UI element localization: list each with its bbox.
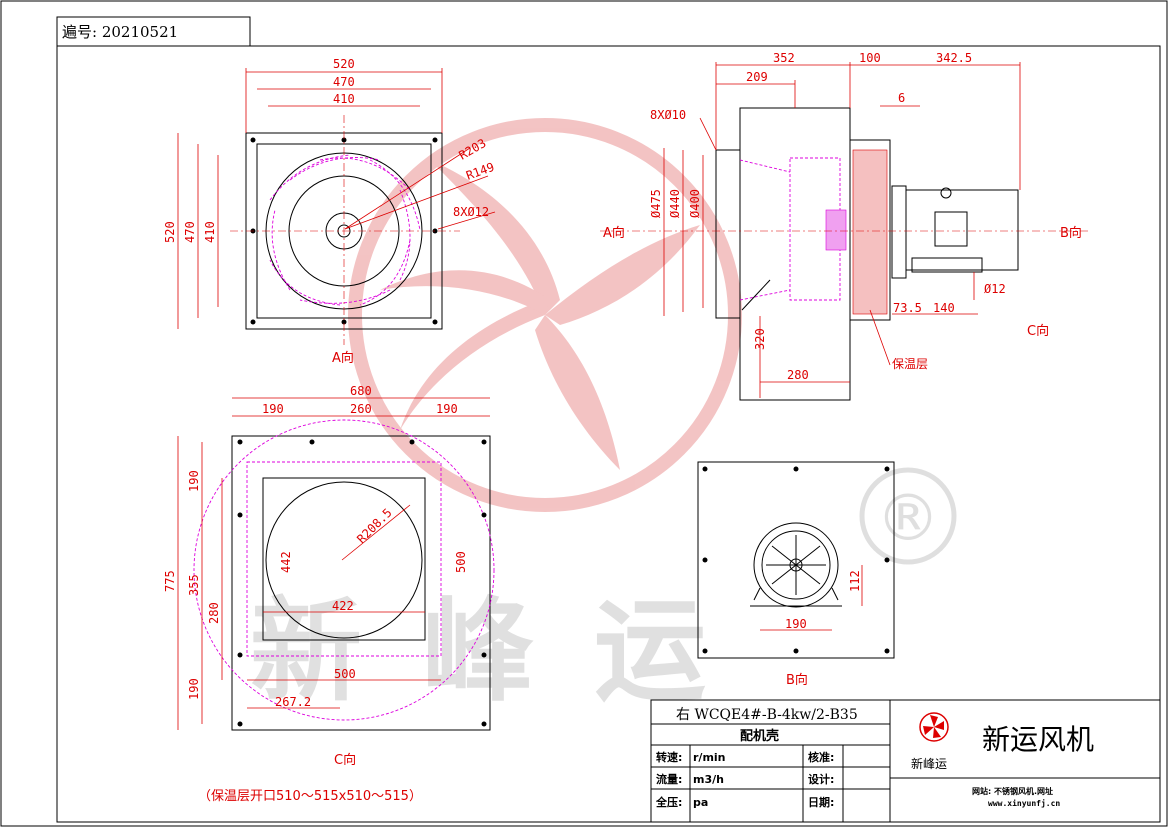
model-subtitle: 配机壳	[740, 728, 779, 744]
svg-text:Ø475: Ø475	[649, 189, 663, 218]
svg-text:190: 190	[187, 470, 201, 492]
row-unit-pressure: pa	[693, 796, 708, 809]
row-label-speed: 转速:	[656, 750, 682, 764]
svg-text:280: 280	[787, 368, 809, 382]
svg-text:470: 470	[183, 221, 197, 243]
doc-number-box	[56, 16, 251, 47]
website-label: 网站: 不锈钢风机.网址	[972, 786, 1053, 796]
svg-text:190: 190	[436, 402, 458, 416]
svg-text:190: 190	[187, 678, 201, 700]
svg-text:500: 500	[334, 667, 356, 681]
insulation-note: （保温层开口510～515x510～515）	[198, 789, 422, 804]
svg-text:8XØ12: 8XØ12	[453, 205, 489, 219]
inner-border	[56, 45, 1161, 823]
arrow-b-label: B向	[1060, 225, 1082, 241]
svg-text:680: 680	[350, 384, 372, 398]
svg-text:320: 320	[753, 328, 767, 350]
row-label-pressure: 全压:	[655, 795, 682, 809]
svg-text:520: 520	[163, 221, 177, 243]
watermark-text: 新峰运	[250, 587, 766, 717]
row-unit-speed: r/min	[693, 751, 726, 764]
svg-text:112: 112	[848, 570, 862, 592]
svg-text:6: 6	[898, 91, 905, 105]
svg-text:410: 410	[333, 92, 355, 106]
company-logo-icon	[919, 712, 949, 742]
view-b-label: B向	[786, 672, 808, 688]
svg-text:Ø12: Ø12	[984, 282, 1006, 296]
row-right-date: 日期:	[808, 795, 834, 809]
svg-text:209: 209	[746, 70, 768, 84]
svg-text:775: 775	[163, 570, 177, 592]
title-block: 右 WCQE4#-B-4kw/2-B35 配机壳 转速: r/min 核准: 流…	[650, 699, 1161, 823]
row-label-flow: 流量:	[656, 772, 682, 786]
svg-text:352: 352	[773, 51, 795, 65]
side-view: 352 100 342.5 209 6 8XØ10 Ø475 Ø440 Ø400…	[600, 51, 1090, 401]
row-unit-flow: m3/h	[693, 773, 724, 786]
svg-text:Ø400: Ø400	[688, 189, 702, 218]
svg-text:260: 260	[350, 402, 372, 416]
svg-text:410: 410	[203, 221, 217, 243]
row-right-approve: 核准:	[808, 750, 834, 764]
row-right-design: 设计:	[808, 772, 834, 786]
registered-mark: ®	[859, 467, 957, 565]
view-a-label: A向	[332, 350, 354, 366]
svg-text:R208.5: R208.5	[354, 506, 395, 547]
svg-text:520: 520	[333, 57, 355, 71]
svg-text:342.5: 342.5	[936, 51, 972, 65]
view-b: 190 112 B向	[697, 461, 895, 688]
svg-text:355: 355	[187, 574, 201, 596]
svg-text:保温层: 保温层	[892, 357, 928, 371]
doc-number: 遍号: 20210521	[62, 23, 178, 41]
arrow-a-label: A向	[603, 225, 625, 241]
svg-text:190: 190	[262, 402, 284, 416]
svg-text:267.2: 267.2	[275, 695, 311, 709]
website-url: www.xinyunfj.cn	[988, 798, 1060, 808]
company-name: 新运风机	[982, 723, 1094, 756]
svg-text:470: 470	[333, 75, 355, 89]
svg-text:73.5: 73.5	[893, 301, 922, 315]
svg-text:500: 500	[454, 551, 468, 573]
watermark-logo	[348, 118, 742, 512]
svg-text:®: ®	[876, 482, 940, 556]
svg-text:190: 190	[785, 617, 807, 631]
arrow-c-label: C向	[1027, 323, 1049, 339]
brand-name: 新峰运	[911, 756, 947, 771]
svg-text:R149: R149	[464, 160, 496, 183]
svg-text:442: 442	[279, 551, 293, 573]
svg-text:280: 280	[207, 602, 221, 624]
svg-text:8XØ10: 8XØ10	[650, 108, 686, 122]
svg-text:422: 422	[332, 599, 354, 613]
model-title: 右 WCQE4#-B-4kw/2-B35	[676, 707, 858, 723]
svg-text:140: 140	[933, 301, 955, 315]
view-c-label: C向	[334, 752, 356, 768]
view-a: 520 470 410 520 470 410 R203 R149 8XØ12 …	[163, 57, 496, 366]
svg-text:100: 100	[859, 51, 881, 65]
svg-text:Ø440: Ø440	[668, 189, 682, 218]
